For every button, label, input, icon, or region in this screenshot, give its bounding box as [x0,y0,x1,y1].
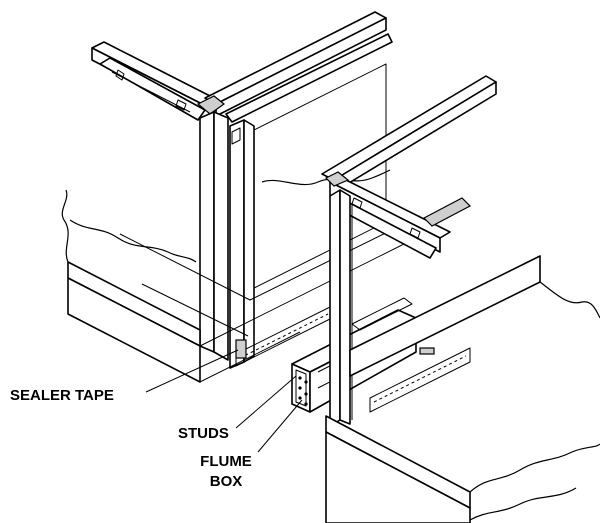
right-casing [325,255,600,523]
studs-label: STUDS [178,425,229,442]
flume-box-label-line1: FLUME [200,453,252,470]
left-casing [61,189,421,383]
left-top-frame [91,11,393,123]
sealer-tape-label: SEALER TAPE [10,387,114,404]
right-top-frame [321,75,497,259]
callout-leaders [145,349,303,453]
flume-box-label-line2: BOX [210,473,243,490]
left-corner-post [199,111,255,369]
right-corner-post [329,189,353,427]
